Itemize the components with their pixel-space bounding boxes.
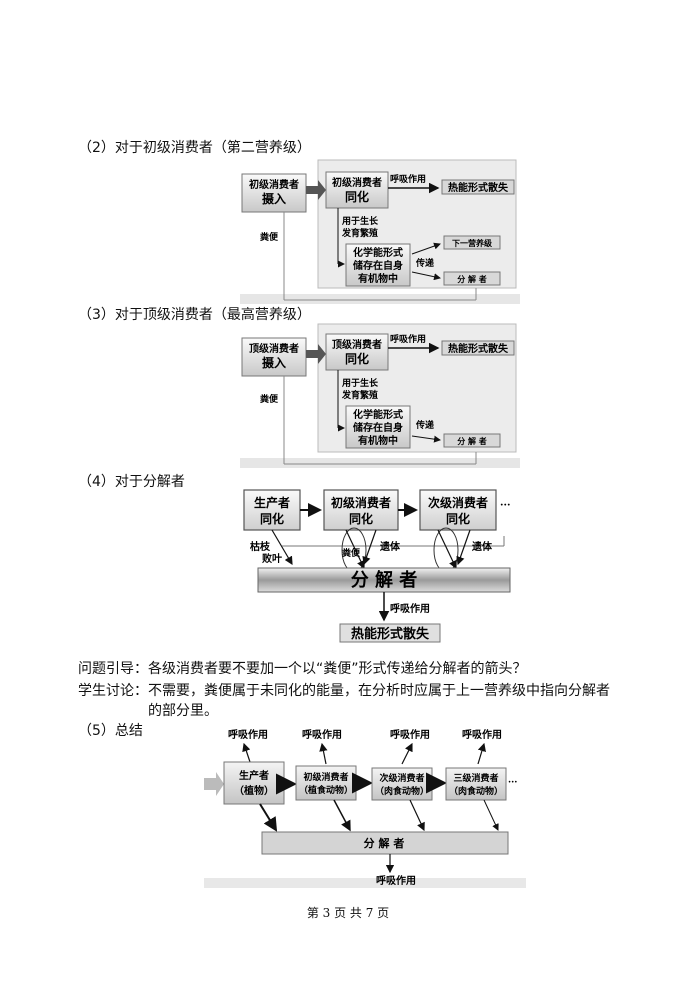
answer-text-1: 不需要，粪便属于未同化的能量，在分析时应属于上一营养级中指向分解者 [148,683,610,699]
diagram-decomposer: 生产者 同化 初级消费者 同化 次级消费者 同化 ··· 枯枝 败叶 粪便 遗体… [243,489,511,643]
feces-label: 粪便 [260,393,279,405]
diagram-primary-consumer: 初级消费者 摄入 初级消费者 同化 呼吸作用 热能形式散失 用于生长 发育繁殖 … [240,159,520,304]
primary-line-1: 初级消费者 [303,771,348,783]
assim-line-1: 初级消费者 [332,176,382,189]
remains-label-2: 遗体 [471,540,493,553]
storage-line-2: 储存在自身 [352,259,403,272]
heat-label: 热能形式散失 [448,342,509,355]
storage-line-1: 化学能形式 [353,246,403,259]
primary-line-2: 同化 [349,511,373,526]
heat-label: 热能形式散失 [351,626,430,642]
answer-label: 学生讨论： [78,683,148,699]
tertiary-line-2: （肉食动物） [449,785,503,797]
feces-label: 粪便 [342,547,361,559]
tertiary-line-1: 三级消费者 [453,772,498,784]
heading-top-consumer: （3）对于顶级消费者（最高营养级） [78,307,311,323]
heading-primary-consumer: （2）对于初级消费者（第二营养级） [78,140,311,156]
respiration-label: 呼吸作用 [390,333,426,345]
intake-line-2: 摄入 [262,191,286,206]
storage-line-3: 有机物中 [358,272,398,285]
heading-decomposer: （4）对于分解者 [78,474,185,490]
pass-label: 传递 [415,257,434,269]
bottom-resp-label: 呼吸作用 [376,874,416,887]
diagram-top-consumer: 顶级消费者 摄入 顶级消费者 同化 呼吸作用 热能形式散失 用于生长 发育繁殖 … [240,323,520,468]
intake-line-1: 顶级消费者 [249,342,299,355]
diagram-summary: 呼吸作用 呼吸作用 呼吸作用 呼吸作用 生产者 （植物） 初级消费者 （植食动物… [204,728,526,888]
producer-line-2: 同化 [260,511,284,526]
ellipsis: ··· [508,778,517,788]
respiration-label: 呼吸作用 [390,173,426,185]
resp-label-4: 呼吸作用 [462,728,502,741]
heading-summary: （5）总结 [78,723,143,739]
assim-line-1: 顶级消费者 [332,338,382,351]
next-level-label: 下一营养级 [452,238,493,248]
storage-line-1: 化学能形式 [353,408,403,421]
storage-line-3: 有机物中 [358,434,398,447]
resp-label-1: 呼吸作用 [228,728,268,741]
growth-line-2: 发育繁殖 [341,389,378,401]
answer-line: 学生讨论：不需要，粪便属于未同化的能量，在分析时应属于上一营养级中指向分解者 [78,681,610,701]
feces-label: 粪便 [260,231,279,243]
secondary-line-1: 次级消费者 [379,772,424,784]
growth-line-1: 用于生长 [341,215,379,227]
respiration-label: 呼吸作用 [390,602,430,615]
pass-label: 传递 [415,419,434,431]
question-line: 问题引导：各级消费者要不要加一个以“粪便”形式传递给分解者的箭头？ [78,659,527,679]
growth-line-1: 用于生长 [341,377,379,389]
intake-line-1: 初级消费者 [249,178,299,191]
assim-line-2: 同化 [345,189,369,204]
producer-line-2: （植物） [234,784,274,797]
secondary-line-2: 同化 [446,511,470,526]
primary-line-2: （植食动物） [299,784,353,796]
answer-text-2: 的部分里。 [148,703,218,719]
decomposer-label: 分 解 者 [457,274,487,284]
decomposer-bar-label: 分 解 者 [364,836,405,850]
producer-line-1: 生产者 [239,769,269,782]
secondary-line-2: （肉食动物） [375,785,429,797]
litter-line-2: 败叶 [262,552,282,565]
secondary-line-1: 次级消费者 [428,495,488,510]
question-label: 问题引导： [78,661,148,677]
decomposer-bar-label: 分 解 者 [351,569,418,591]
remains-label-1: 遗体 [379,540,401,553]
heat-label: 热能形式散失 [448,181,509,194]
resp-label-3: 呼吸作用 [390,728,430,741]
intake-line-2: 摄入 [262,355,286,370]
resp-label-2: 呼吸作用 [302,728,342,741]
question-text: 各级消费者要不要加一个以“粪便”形式传递给分解者的箭头？ [148,661,527,677]
storage-line-2: 储存在自身 [352,421,403,434]
assim-line-2: 同化 [345,351,369,366]
litter-line-1: 枯枝 [250,540,271,553]
primary-line-1: 初级消费者 [331,495,391,510]
producer-line-1: 生产者 [254,495,290,510]
ellipsis: ··· [500,500,510,511]
page-footer: 第 3 页 共 7 页 [306,906,390,920]
decomposer-label: 分 解 者 [457,436,487,446]
growth-line-2: 发育繁殖 [341,227,378,239]
